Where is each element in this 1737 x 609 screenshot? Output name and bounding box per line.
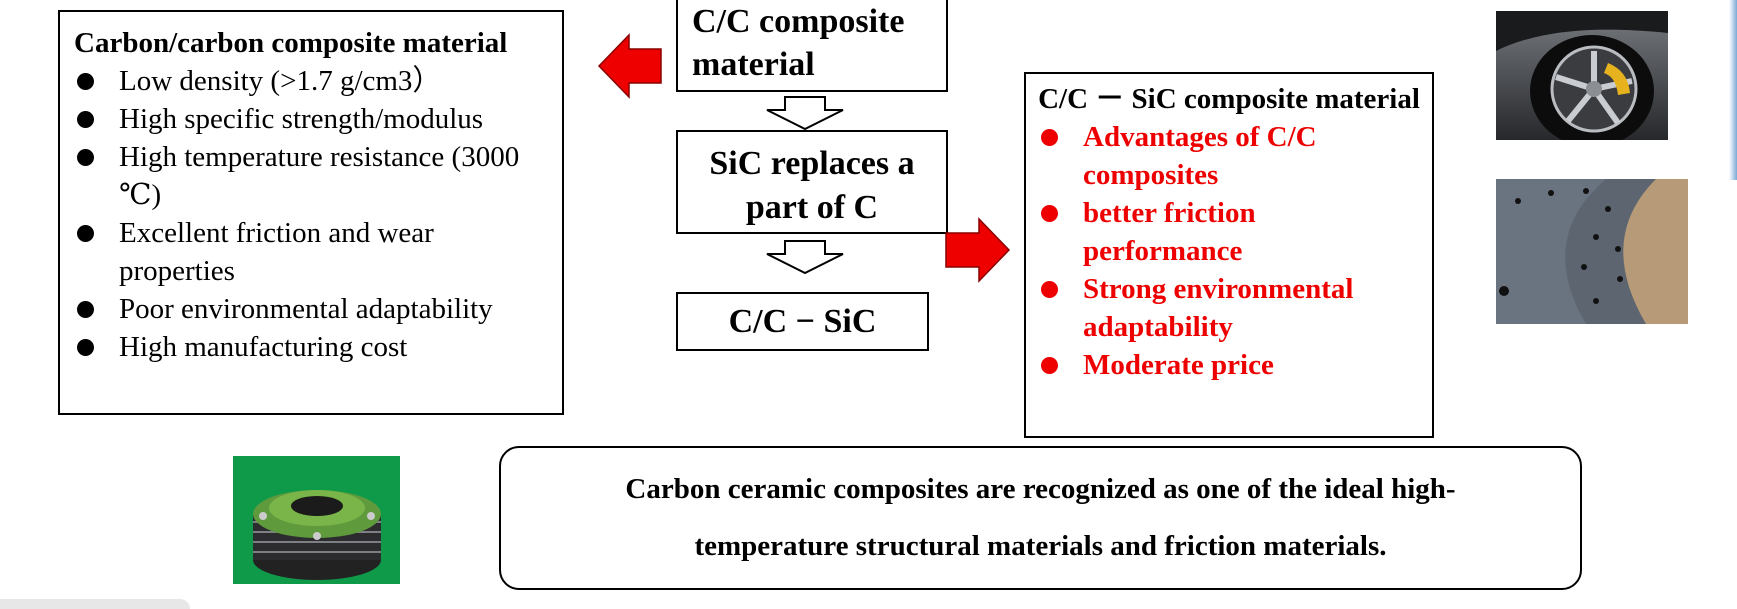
cc-sic-advantages-title: C/C － SiC composite material [1038, 83, 1420, 115]
red-left-arrow-icon [597, 33, 662, 99]
summary-box: Carbon ceramic composites are recognized… [499, 446, 1582, 590]
bullet-icon [77, 73, 94, 90]
list-item: High manufacturing cost [74, 328, 548, 366]
red-right-arrow-icon [945, 217, 1011, 283]
list-item: better friction performance [1038, 194, 1420, 270]
bullet-icon [77, 149, 94, 166]
window-edge [1729, 0, 1737, 180]
bullet-icon [1041, 129, 1058, 146]
cc-composite-label: C/C composite material [692, 3, 905, 83]
sic-replaces-box: SiC replaces a part of C [676, 130, 948, 234]
bullet-icon [77, 225, 94, 242]
down-arrow-icon [766, 96, 844, 131]
brake-disc-photo [1496, 179, 1688, 324]
cc-composite-box: C/C composite material [676, 0, 948, 92]
summary-text: Carbon ceramic composites are recognized… [625, 473, 1456, 562]
list-item: Poor environmental adaptability [74, 290, 548, 328]
list-item: Advantages of C/C composites [1038, 118, 1420, 194]
down-arrow-icon [766, 240, 844, 275]
cc-sic-advantages-box: C/C － SiC composite material Advantages … [1024, 72, 1434, 438]
list-item: High specific strength/modulus [74, 100, 548, 138]
cc-properties-list: Low density (>1.7 g/cm3） High specific s… [74, 62, 548, 366]
bullet-icon [1041, 281, 1058, 298]
list-item: Moderate price [1038, 346, 1420, 384]
sic-replaces-label: SiC replaces a part of C [709, 145, 915, 226]
list-item: Strong environmental adaptability [1038, 270, 1420, 346]
bullet-icon [1041, 357, 1058, 374]
list-item: High temperature resistance (3000 ℃) [74, 138, 548, 214]
bottom-panel-edge [0, 599, 190, 609]
bullet-icon [77, 111, 94, 128]
car-wheel-photo [1496, 11, 1668, 140]
cc-properties-title: Carbon/carbon composite material [74, 27, 508, 59]
bullet-icon [77, 339, 94, 356]
cc-sic-advantages-list: Advantages of C/C composites better fric… [1038, 118, 1420, 384]
bullet-icon [77, 301, 94, 318]
list-item: Low density (>1.7 g/cm3） [74, 62, 548, 100]
cc-properties-box: Carbon/carbon composite material Low den… [58, 10, 564, 415]
cc-sic-label: C/C − SiC [728, 303, 877, 340]
cc-sic-box: C/C − SiC [676, 292, 929, 351]
bullet-icon [1041, 205, 1058, 222]
brake-assembly-photo [233, 456, 400, 584]
list-item: Excellent friction and wear properties [74, 214, 548, 290]
